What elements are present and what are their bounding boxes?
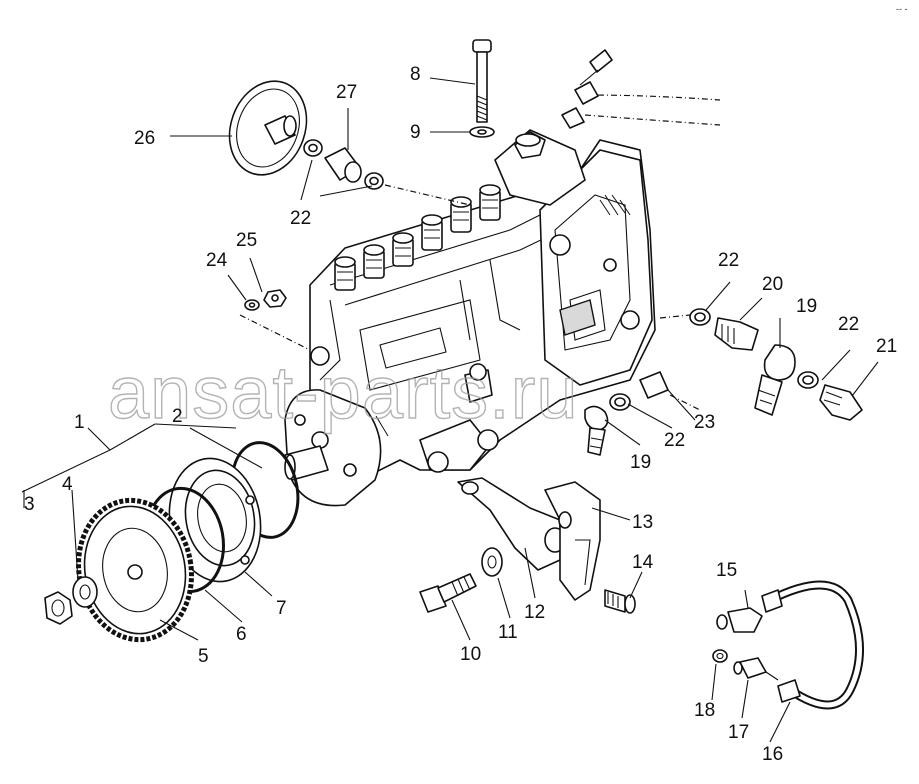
cover-plate-26 [228, 80, 308, 176]
callouts: 1 2 3 4 5 6 7 8 9 10 11 12 13 14 15 16 1… [24, 64, 897, 765]
callout-21: 21 [876, 336, 897, 357]
callout-25: 25 [236, 230, 257, 251]
callout-22-right: 22 [718, 250, 739, 271]
callout-5: 5 [198, 646, 209, 667]
bolt-8 [472, 39, 492, 123]
bracket-13 [544, 481, 601, 601]
callout-27: 27 [336, 82, 357, 103]
callout-4: 4 [62, 474, 73, 495]
delivery-valve-holders [334, 184, 501, 291]
nut-3 [44, 591, 73, 625]
valve-20 [714, 317, 759, 351]
callout-11: 11 [498, 622, 518, 643]
fuel-lines [561, 49, 721, 129]
callout-12: 12 [524, 602, 545, 623]
bolt-10 [419, 573, 477, 613]
corner-mark: -- - [896, 4, 908, 14]
callout-17: 17 [728, 722, 749, 743]
watermark: ansat-parts.ru [108, 351, 579, 434]
callout-2: 2 [172, 406, 183, 427]
callout-1: 1 [74, 412, 85, 433]
callout-20: 20 [762, 274, 783, 295]
callout-19-right: 19 [796, 296, 817, 317]
union-27 [303, 139, 384, 190]
callout-22-far: 22 [838, 314, 859, 335]
axis-line-24 [239, 314, 311, 351]
elbow-15 [716, 607, 763, 633]
axis-line-27 [384, 184, 471, 206]
callout-26: 26 [134, 128, 155, 149]
callout-14: 14 [632, 552, 654, 573]
callout-8: 8 [410, 64, 421, 85]
callout-22-lower: 22 [664, 430, 685, 451]
callout-7: 7 [276, 598, 287, 619]
callout-10: 10 [460, 644, 481, 665]
union-17 [733, 657, 779, 681]
washer-4 [72, 576, 98, 608]
leader-lines [21, 77, 879, 743]
callout-22-top: 22 [290, 208, 311, 229]
injection-pump-body [309, 129, 656, 481]
banjo-19-right [763, 344, 796, 381]
seal-18 [712, 649, 728, 663]
callout-18: 18 [694, 700, 715, 721]
washer-9 [469, 126, 495, 138]
right-fittings [584, 308, 863, 456]
nut-25-washer-24 [244, 289, 287, 311]
callout-19-lower: 19 [630, 452, 651, 473]
callout-16: 16 [762, 744, 783, 765]
hose-16 [761, 580, 864, 710]
drive-flange [284, 389, 382, 507]
washer-11 [481, 547, 503, 577]
callout-15: 15 [716, 560, 737, 581]
pump-lower-fittings [310, 346, 499, 473]
callout-6: 6 [236, 624, 247, 645]
callout-23: 23 [694, 412, 715, 433]
bolt-23 [639, 371, 669, 399]
axis-line-20 [659, 314, 691, 319]
callout-9: 9 [410, 122, 421, 143]
bolt-14 [604, 589, 636, 614]
callout-13: 13 [632, 512, 653, 533]
callout-3: 3 [24, 494, 35, 515]
bolt-21 [819, 384, 863, 421]
callout-24: 24 [206, 250, 228, 271]
